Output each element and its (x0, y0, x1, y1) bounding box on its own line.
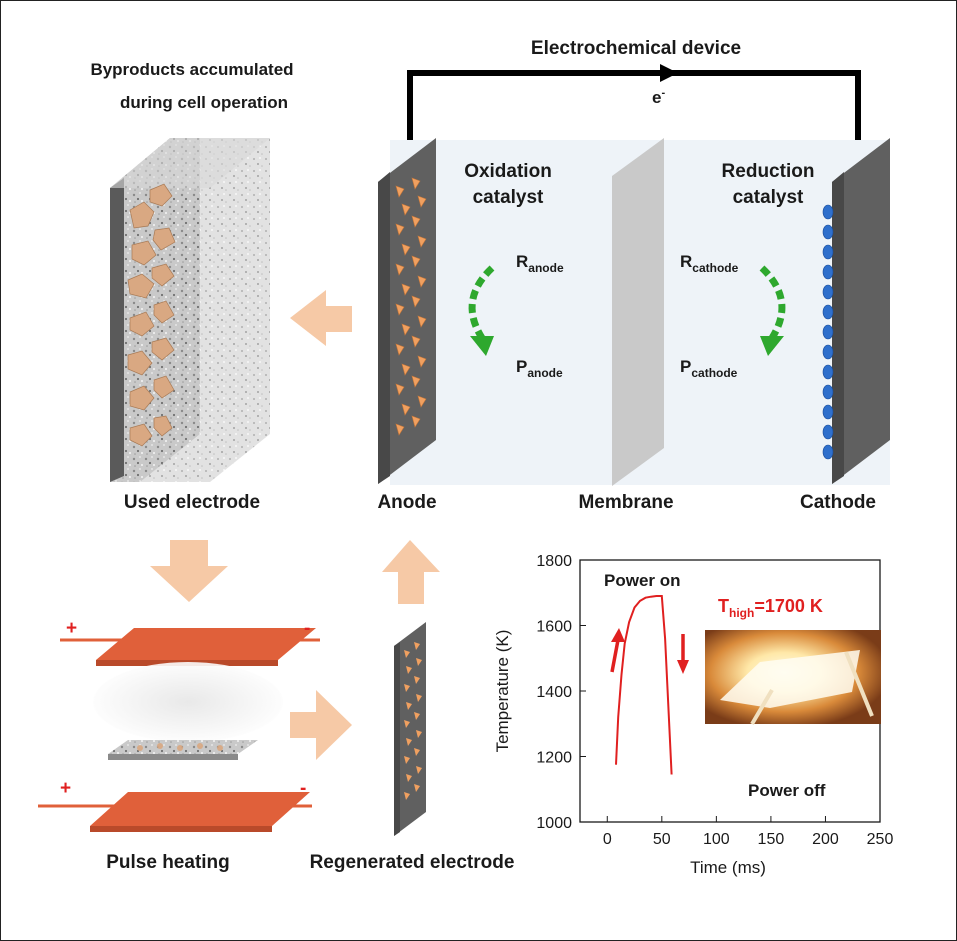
x-tick-label: 100 (703, 831, 730, 848)
x-tick-label: 200 (812, 831, 839, 848)
reduction-catalyst-line2: catalyst (733, 187, 804, 208)
cathode-label: Cathode (800, 492, 876, 513)
hot-electrode-photo (705, 630, 881, 726)
p-cathode-label: Pcathode (680, 357, 738, 380)
external-circuit-wire (407, 70, 861, 162)
x-tick-label: 250 (867, 831, 894, 848)
top-plus-sign: + (66, 618, 77, 639)
bottom-heater-plate (90, 792, 310, 826)
device-title: Electrochemical device (531, 38, 741, 59)
arrow-to-regenerated-electrode (290, 690, 352, 760)
p-anode-label: Panode (516, 357, 563, 380)
y-tick-label: 1400 (536, 684, 572, 701)
heat-haze (93, 662, 283, 742)
y-tick-label: 1600 (536, 619, 572, 636)
regenerated-electrode-label: Regenerated electrode (310, 852, 515, 873)
oxidation-catalyst-line2: catalyst (473, 187, 544, 208)
power-on-label: Power on (604, 571, 681, 590)
x-tick-label: 0 (603, 831, 612, 848)
r-cathode-label: Rcathode (680, 252, 739, 275)
byproducts-line2: during cell operation (120, 93, 288, 112)
cathode-catalyst-particles (822, 204, 834, 460)
bottom-minus-sign: - (300, 778, 306, 799)
svg-text:e-: e- (652, 87, 665, 107)
used-electrode (110, 138, 270, 482)
pulse-heating-setup: + - + - (38, 618, 320, 832)
anode-label: Anode (377, 492, 436, 513)
heating-arrow (610, 639, 620, 673)
arrow-to-anode (382, 540, 440, 604)
temperature-chart: 0 50 100 150 200 250 1000 1200 1400 1600 1800 Powe… (493, 553, 893, 877)
accumulated-byproducts (127, 183, 176, 447)
byproducts-line1: Byproducts accumulated (90, 60, 293, 79)
y-tick-label: 1200 (536, 750, 572, 767)
sample-electrode-during-heating (108, 740, 258, 754)
oxidation-catalyst-line1: Oxidation (464, 161, 552, 182)
arrow-to-pulse-heating (150, 540, 228, 602)
r-anode-label: Ranode (516, 252, 564, 275)
y-tick-label: 1000 (536, 815, 572, 832)
used-electrode-label: Used electrode (124, 492, 260, 513)
y-axis-title: Temperature (K) (493, 630, 512, 753)
anode-reaction-arrow (468, 265, 495, 340)
membrane-label: Membrane (578, 492, 673, 513)
membrane (612, 138, 664, 486)
top-heater-plate (96, 628, 316, 660)
top-minus-sign: - (304, 618, 310, 639)
x-tick-label: 50 (653, 831, 671, 848)
pulse-heating-label: Pulse heating (106, 852, 230, 873)
power-off-label: Power off (748, 781, 826, 800)
bottom-plus-sign: + (60, 778, 71, 799)
temperature-curve (615, 595, 673, 775)
y-tick-label: 1800 (536, 553, 572, 570)
electron-label: e (652, 88, 661, 107)
cathode-reaction-arrow (759, 265, 786, 340)
t-high-label: Thigh=1700 K (718, 596, 823, 620)
x-axis-title: Time (ms) (690, 858, 766, 877)
anode-catalyst-particles (395, 177, 427, 436)
electron-flow-arrow (660, 64, 678, 82)
cathode-plate (832, 138, 890, 484)
x-tick-label: 150 (758, 831, 785, 848)
reduction-catalyst-line1: Reduction (722, 161, 815, 182)
regenerated-electrode (394, 622, 426, 836)
arrow-to-used-electrode (290, 290, 352, 346)
